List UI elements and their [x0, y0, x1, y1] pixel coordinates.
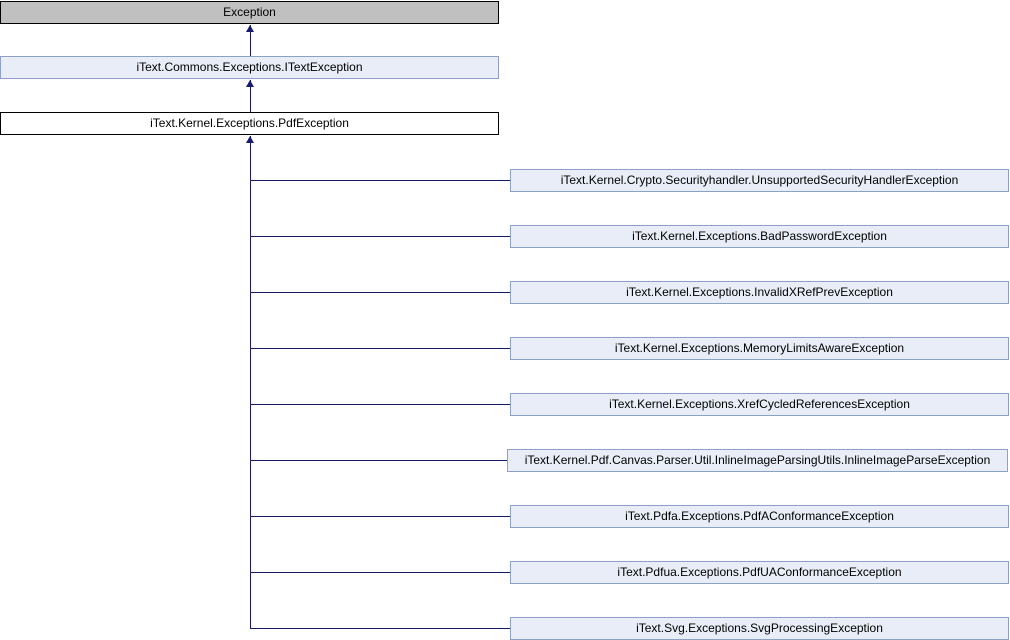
class-box-pdfaconformanceexception[interactable]: iText.Pdfa.Exceptions.PdfAConformanceExc…: [510, 505, 1009, 528]
class-box-pdfexception: iText.Kernel.Exceptions.PdfException: [0, 112, 499, 135]
subclass-branch-line: [251, 180, 510, 181]
subclass-branch-line: [251, 628, 510, 629]
inheritance-edge-line: [250, 25, 251, 56]
class-box-memorylimitsawareexception[interactable]: iText.Kernel.Exceptions.MemoryLimitsAwar…: [510, 337, 1009, 360]
class-box-invalidxrefprevexception[interactable]: iText.Kernel.Exceptions.InvalidXRefPrevE…: [510, 281, 1009, 304]
class-box-unsupportedsecurityhandlerexception[interactable]: iText.Kernel.Crypto.Securityhandler.Unsu…: [510, 169, 1009, 192]
subclass-branch-line: [251, 236, 510, 237]
subclass-branch-line: [251, 348, 510, 349]
subclass-branch-line: [251, 516, 510, 517]
subclass-branch-line: [251, 572, 510, 573]
subclass-branch-line: [251, 404, 510, 405]
subclass-branch-line: [251, 460, 507, 461]
class-box-badpasswordexception[interactable]: iText.Kernel.Exceptions.BadPasswordExcep…: [510, 225, 1009, 248]
subclass-trunk-line: [250, 136, 251, 629]
class-box-pdfuaconformanceexception[interactable]: iText.Pdfua.Exceptions.PdfUAConformanceE…: [510, 561, 1009, 584]
class-box-exception: Exception: [0, 1, 499, 24]
class-box-itextexception[interactable]: iText.Commons.Exceptions.ITextException: [0, 56, 499, 79]
class-box-xrefcycledreferencesexception[interactable]: iText.Kernel.Exceptions.XrefCycledRefere…: [510, 393, 1009, 416]
inheritance-edge-line: [250, 80, 251, 112]
class-box-inlineimageparseexception[interactable]: iText.Kernel.Pdf.Canvas.Parser.Util.Inli…: [507, 449, 1008, 472]
class-box-svgprocessingexception[interactable]: iText.Svg.Exceptions.SvgProcessingExcept…: [510, 617, 1009, 640]
subclass-branch-line: [251, 292, 510, 293]
